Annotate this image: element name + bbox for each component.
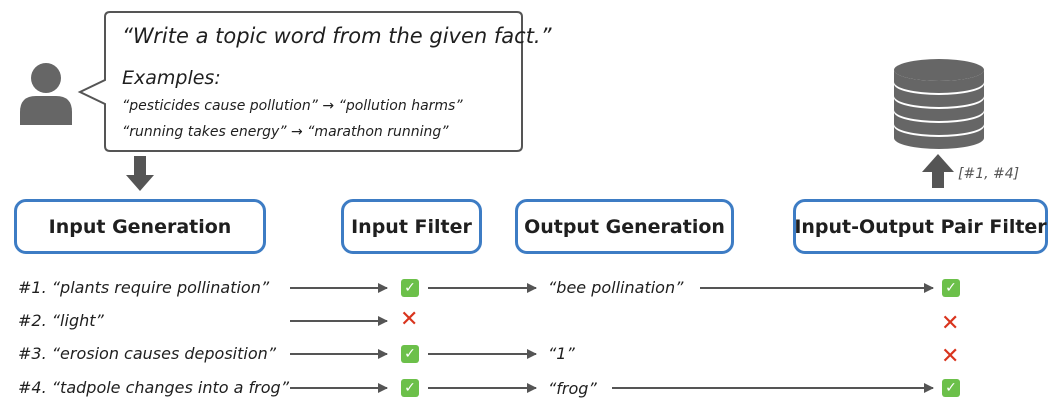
output-generation-label: Output Generation <box>524 215 725 238</box>
input-generation-label: Input Generation <box>48 215 232 238</box>
row-4-label: #4. “tadpole changes into a frog” <box>18 378 289 397</box>
row-2-label: #2. “light” <box>18 311 104 330</box>
prompt-instruction: “Write a topic word from the given fact.… <box>122 24 552 48</box>
input-generation-box: Input Generation <box>14 199 266 254</box>
user-icon <box>20 63 72 125</box>
cross-icon: ✕ <box>400 307 419 332</box>
check-icon: ✓ <box>401 345 419 363</box>
cross-icon: ✕ <box>941 344 960 369</box>
pair-filter-box: Input-Output Pair Filter <box>793 199 1048 254</box>
row-1-label: #1. “plants require pollination” <box>18 278 270 297</box>
input-filter-label: Input Filter <box>351 215 472 238</box>
row-3-output: “1” <box>548 344 575 363</box>
cross-icon: ✕ <box>941 311 960 336</box>
input-filter-box: Input Filter <box>341 199 482 254</box>
row-1-output: “bee pollination” <box>548 278 684 297</box>
check-icon: ✓ <box>942 279 960 297</box>
example-1: “pesticides cause pollution” → “pollutio… <box>122 98 463 114</box>
down-arrow <box>126 156 154 191</box>
output-generation-box: Output Generation <box>515 199 734 254</box>
row-arrows <box>290 283 934 393</box>
examples-heading: Examples: <box>122 67 221 89</box>
row-3-label: #3. “erosion causes deposition” <box>18 344 277 363</box>
kept-ids-label: [#1, #4] <box>958 166 1020 182</box>
check-icon: ✓ <box>401 279 419 297</box>
database-icon <box>894 59 984 149</box>
speech-bubble <box>77 11 523 152</box>
pair-filter-label: Input-Output Pair Filter <box>794 215 1047 238</box>
row-4-output: “frog” <box>548 379 597 398</box>
check-icon: ✓ <box>401 379 419 397</box>
example-2: “running takes energy” → “marathon runni… <box>122 124 449 140</box>
check-icon: ✓ <box>942 379 960 397</box>
up-arrow <box>922 154 954 188</box>
